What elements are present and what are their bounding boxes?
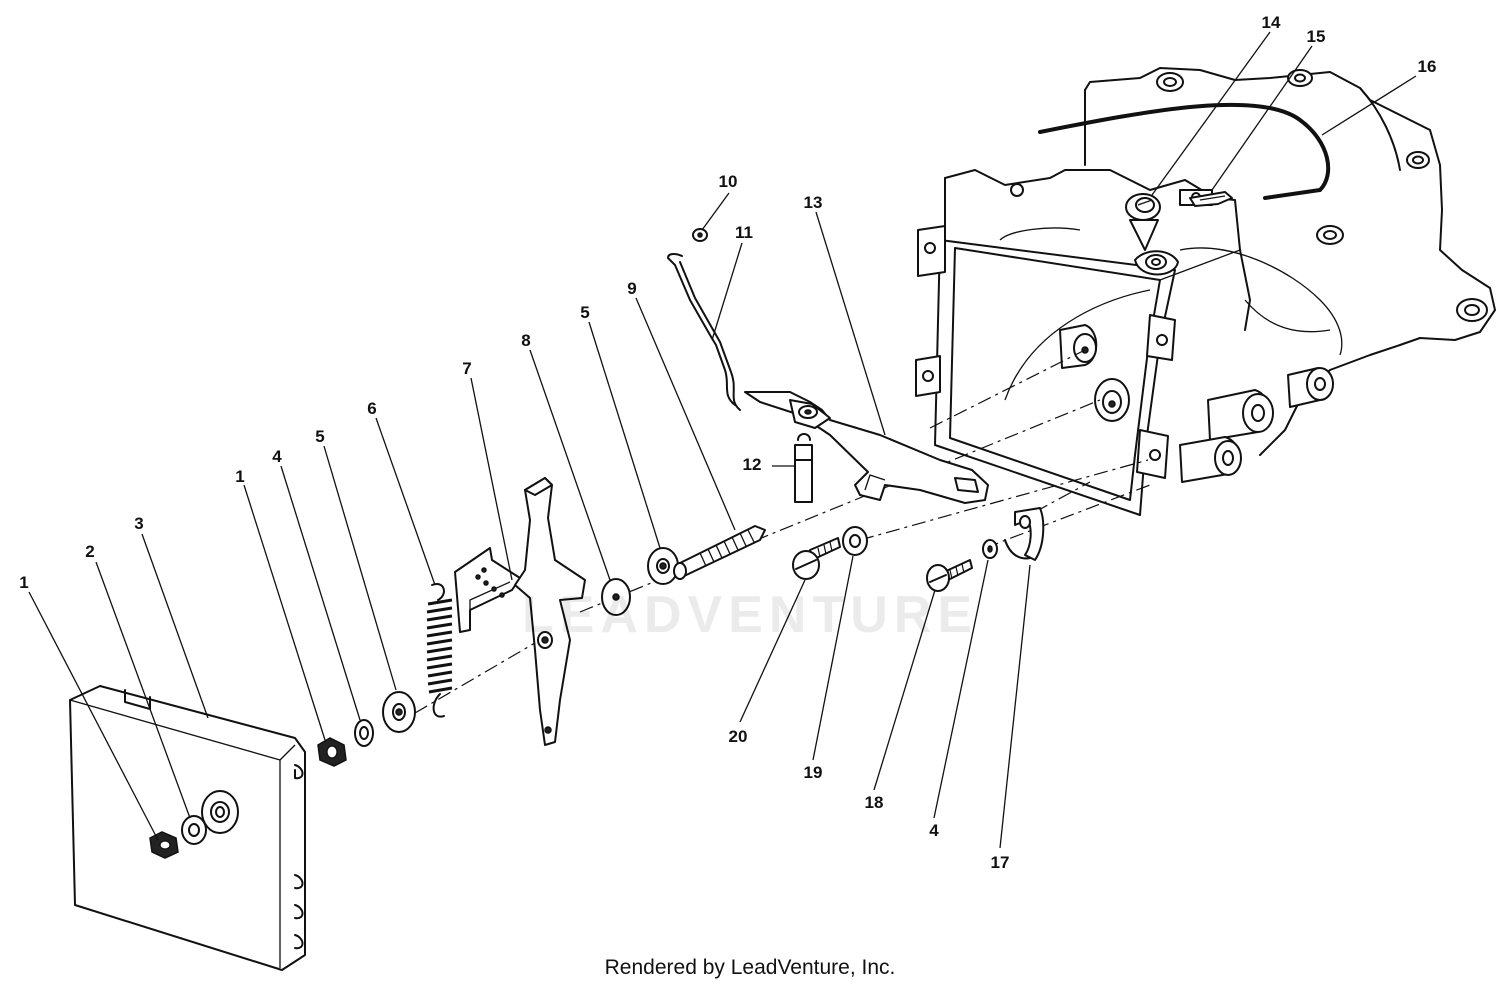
callout-2-lock-washer: 2 (85, 542, 94, 561)
leader-lines (28, 31, 1417, 849)
footer-credit: Rendered by LeadVenture, Inc. (604, 956, 896, 979)
cover-plate (69, 685, 306, 971)
watermark: LEADVENTURE (521, 586, 979, 644)
callout-7-bracket: 7 (462, 359, 471, 378)
callout-10-link-loop: 10 (719, 172, 738, 191)
callout-11-throttle-link: 11 (735, 223, 753, 242)
callout-15-clip: 15 (1307, 27, 1326, 46)
callout-8-washer: 8 (521, 331, 530, 350)
part-callouts: 1 2 3 1 4 5 6 7 8 5 9 10 11 12 13 14 15 … (19, 13, 1436, 872)
engine-block (915, 67, 1496, 516)
callout-12-screw: 12 (743, 455, 762, 474)
callout-17-clamp: 17 (991, 853, 1010, 872)
callout-4-washer: 4 (272, 447, 282, 466)
callout-16-wire: 16 (1418, 57, 1437, 76)
callout-4-washer-b: 4 (929, 821, 939, 840)
callout-9-stud: 9 (627, 279, 636, 298)
callout-13-governor-arm: 13 (804, 193, 823, 212)
callout-20-screw: 20 (729, 727, 748, 746)
callout-6-spring: 6 (367, 399, 376, 418)
callout-1-nut: 1 (19, 573, 28, 592)
small-parts (317, 228, 1045, 767)
callout-14-cap: 14 (1262, 13, 1281, 32)
callout-18-screw: 18 (865, 793, 884, 812)
callout-5-washer: 5 (315, 427, 324, 446)
callout-3-cover-plate: 3 (134, 514, 143, 533)
callout-1-nut-b: 1 (235, 467, 244, 486)
callout-19-washer: 19 (804, 763, 823, 782)
callout-5-washer-b: 5 (580, 303, 589, 322)
